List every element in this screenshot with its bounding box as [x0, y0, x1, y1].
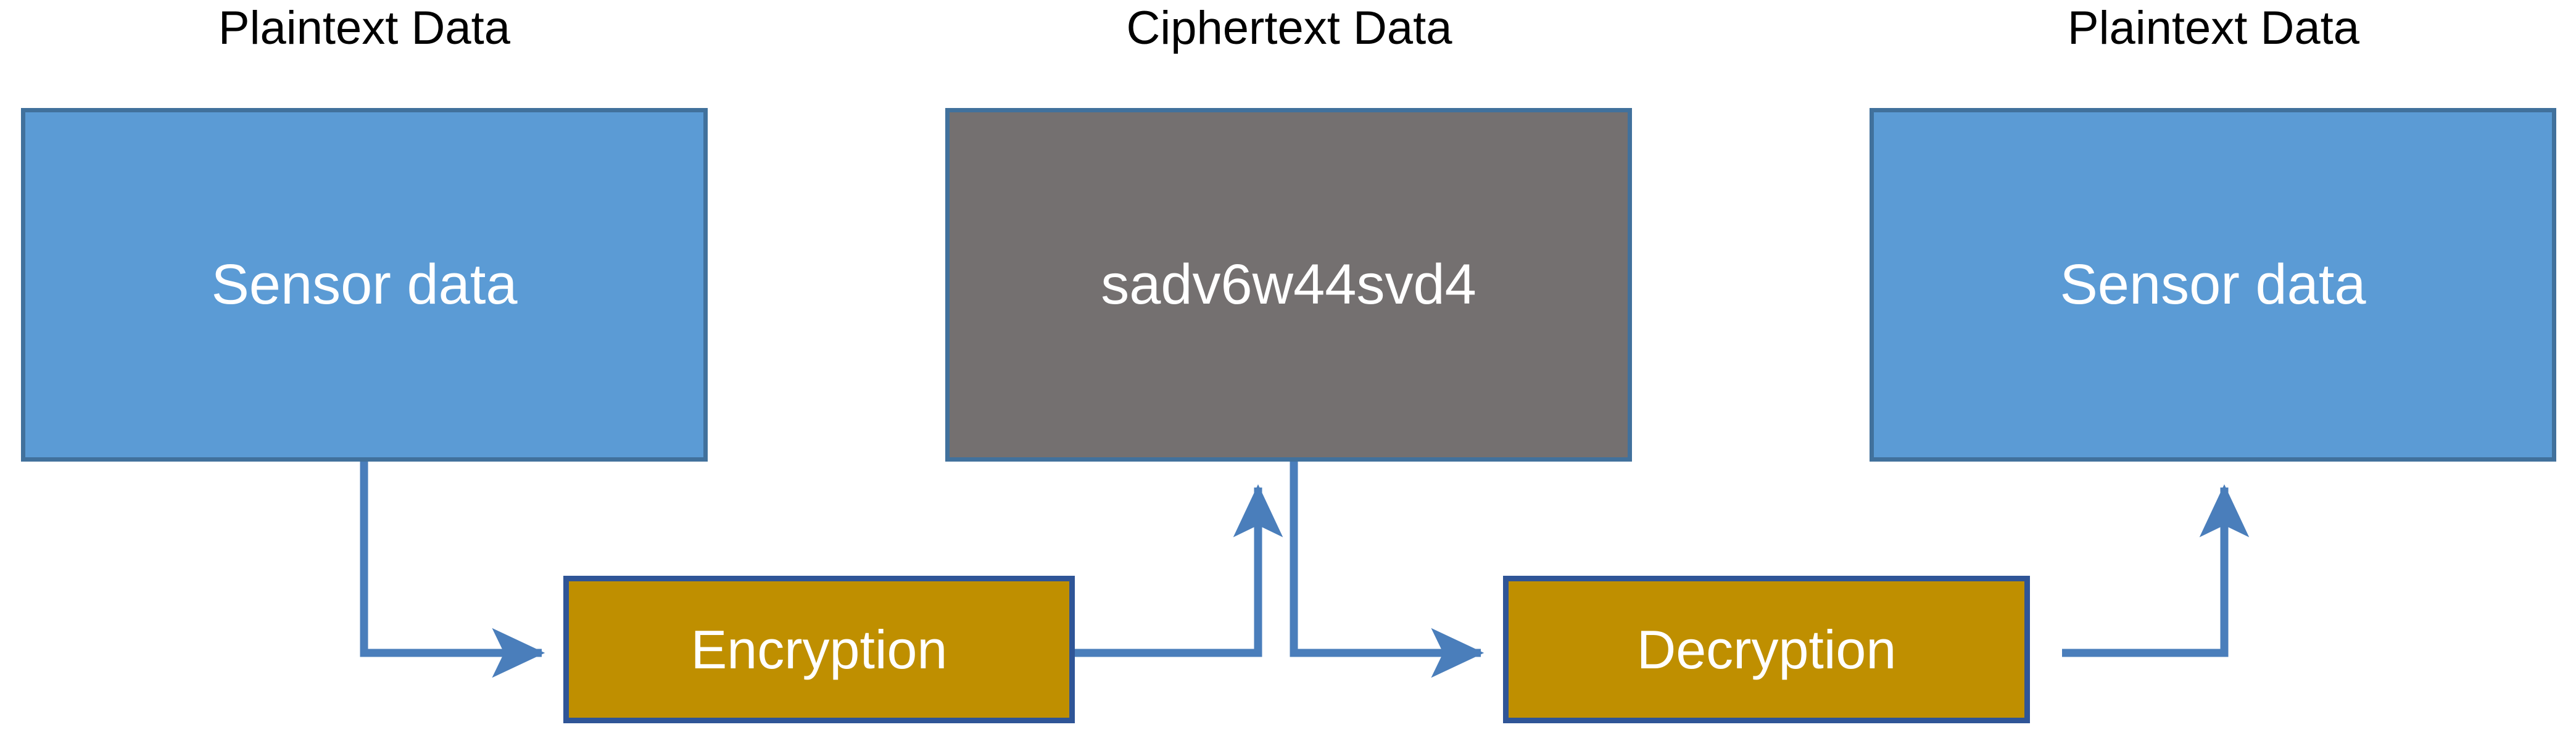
connector-ciphertext-to-decryption: [1290, 462, 1485, 678]
connector-decryption-to-plaintext: [2062, 484, 2250, 657]
caption-ciphertext: Ciphertext Data: [1126, 2, 1452, 54]
node-decryption[interactable]: Decryption: [1503, 576, 2030, 723]
node-plaintext-source[interactable]: Sensor data: [21, 108, 708, 462]
node-plaintext-result[interactable]: Sensor data: [1870, 108, 2556, 462]
caption-plaintext-left: Plaintext Data: [218, 2, 511, 54]
connector-encryption-to-ciphertext: [1075, 484, 1283, 657]
connector-plaintext-to-encryption: [360, 462, 545, 678]
node-plaintext-source-label: Sensor data: [211, 253, 518, 316]
node-ciphertext[interactable]: sadv6w44svd4: [945, 108, 1632, 462]
node-decryption-label: Decryption: [1636, 618, 1897, 680]
caption-plaintext-right: Plaintext Data: [2067, 2, 2360, 54]
node-encryption-label: Encryption: [690, 618, 948, 680]
node-encryption[interactable]: Encryption: [563, 576, 1075, 723]
node-plaintext-result-label: Sensor data: [2060, 253, 2366, 316]
node-ciphertext-label: sadv6w44svd4: [1101, 253, 1476, 316]
